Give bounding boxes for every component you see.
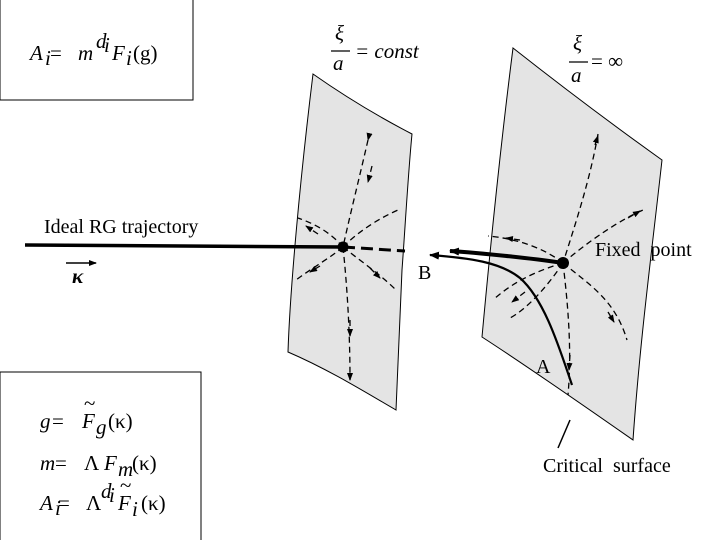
- right-surface-label: ξ a = ∞: [569, 31, 623, 87]
- critical-surface-pointer: [557, 419, 571, 449]
- f3-lhs: A: [38, 491, 53, 515]
- f2-F-sub: m: [118, 457, 133, 481]
- top-formula-box: A i = m d i F i (g): [0, 0, 194, 101]
- top-formula-arg: (g): [133, 41, 158, 65]
- left-label-numerator: ξ: [335, 21, 344, 45]
- right-fixed-point-dot: [557, 257, 569, 269]
- ideal-rg-trajectory-line: [24, 243, 344, 249]
- top-formula-m: m: [78, 41, 93, 65]
- f2-lhs: m: [40, 451, 55, 475]
- ab-trajectory: [429, 251, 574, 386]
- critical-surface-label: Critical surface: [543, 455, 671, 477]
- f3-tilde: ~: [120, 473, 131, 497]
- f1-tilde: ~: [84, 391, 95, 415]
- f2-arg: (κ): [132, 451, 157, 475]
- f3-arg: (κ): [141, 491, 166, 515]
- top-formula-lhs-sub: i: [45, 46, 51, 70]
- ideal-rg-trajectory-dashed: [342, 245, 406, 253]
- f1-eq: =: [52, 409, 64, 433]
- left-fixed-point-dot: [337, 241, 349, 253]
- f3-lambda-sup: d: [101, 479, 112, 503]
- top-formula-F-sub: i: [126, 46, 132, 70]
- point-a-label: A: [536, 356, 551, 378]
- fixed-point-to-b-trajectory: [449, 247, 564, 265]
- left-label-rhs: = const: [355, 39, 420, 63]
- ideal-rg-trajectory-label: Ideal RG trajectory: [44, 216, 198, 238]
- f1-F-sub: g: [96, 415, 107, 439]
- f3-eq: =: [58, 491, 70, 515]
- right-label-numerator: ξ: [573, 31, 582, 55]
- right-surface-flow-lines: [487, 133, 644, 396]
- f1-arg: (κ): [108, 409, 133, 433]
- f2-eq: =: [55, 451, 67, 475]
- left-surface-flow-lines: [295, 132, 399, 381]
- f2-F: F: [103, 451, 117, 475]
- left-surface: [287, 73, 413, 411]
- f3-lhs-sub: i: [55, 496, 61, 520]
- top-formula-F: F: [111, 41, 125, 65]
- right-label-denominator: a: [571, 63, 582, 87]
- formula-line-2: m = Λ F m (κ): [40, 451, 157, 481]
- top-formula-m-sup: d: [96, 29, 107, 53]
- top-formula-m-sup-sub: i: [104, 33, 110, 57]
- formula-line-3: A i = Λ d i F ~ i (κ): [38, 473, 166, 521]
- fixed-point-label: Fixed point: [595, 239, 692, 261]
- f3-F: F: [117, 491, 131, 515]
- kappa-symbol: κ: [72, 264, 84, 288]
- right-label-rhs: = ∞: [591, 49, 623, 73]
- f1-F: F: [81, 409, 95, 433]
- left-label-denominator: a: [333, 51, 344, 75]
- right-surface: [481, 47, 663, 441]
- top-formula-eq: =: [50, 41, 62, 65]
- top-formula-lhs: A: [28, 41, 43, 65]
- f3-F-sub: i: [132, 497, 138, 521]
- f3-lambda-sup-sub: i: [109, 483, 115, 507]
- point-b-label: B: [418, 262, 431, 284]
- kappa-arrow: κ: [66, 260, 97, 288]
- left-surface-label: ξ a = const: [331, 21, 420, 75]
- formula-line-1: g = F ~ g (κ): [40, 391, 133, 439]
- f2-lambda: Λ: [84, 451, 100, 475]
- f3-lambda: Λ: [86, 491, 102, 515]
- bottom-formula-box: g = F ~ g (κ) m = Λ F m (κ) A i = Λ d i …: [0, 371, 202, 540]
- f1-lhs: g: [40, 409, 51, 433]
